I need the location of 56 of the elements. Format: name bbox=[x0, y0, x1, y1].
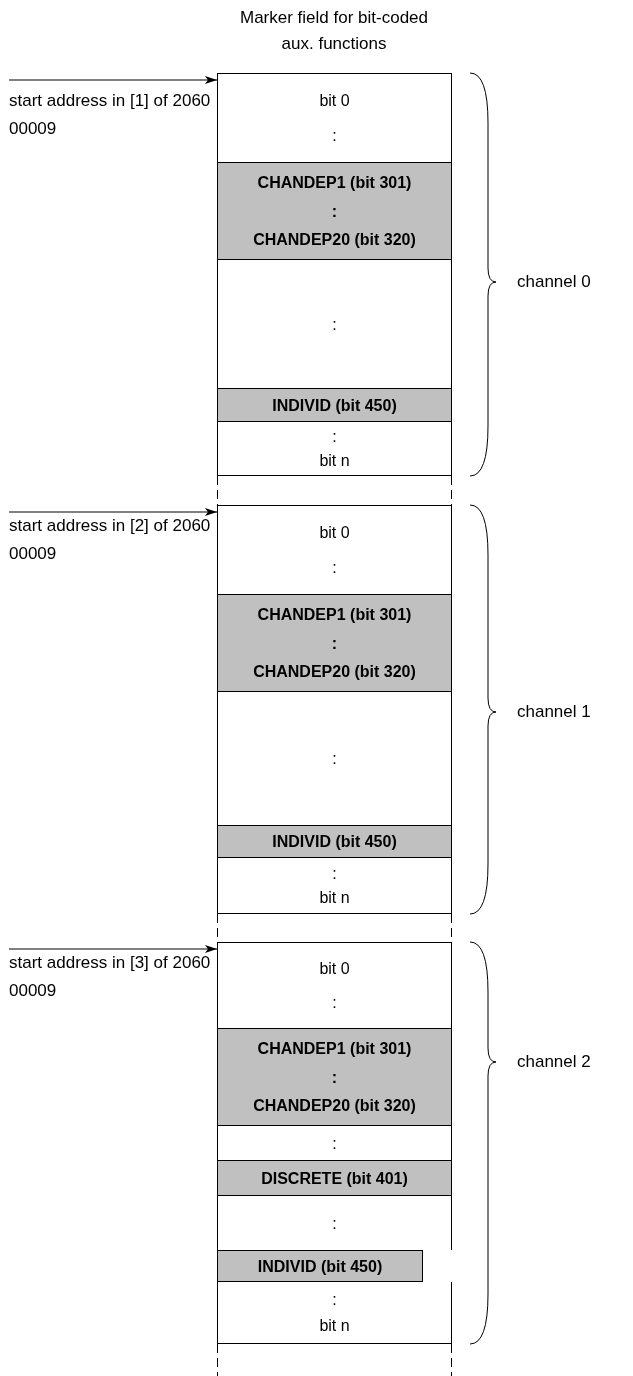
memory-segment bbox=[217, 1125, 452, 1160]
arrow bbox=[8, 945, 218, 953]
highlighted-memory-segment bbox=[217, 1160, 452, 1195]
segment-text: CHANDEP1 (bit 301) bbox=[257, 1038, 412, 1058]
segment-text: : bbox=[332, 863, 337, 883]
segment-text: bit n bbox=[319, 888, 350, 908]
segment-text: CHANDEP1 (bit 301) bbox=[257, 172, 412, 192]
channel-label: channel 1 bbox=[517, 702, 591, 722]
segment-text: : bbox=[332, 126, 337, 146]
memory-segment bbox=[217, 73, 452, 162]
highlighted-memory-segment bbox=[217, 162, 452, 259]
highlighted-memory-segment bbox=[217, 1250, 423, 1282]
segment-text: : bbox=[332, 993, 337, 1013]
highlighted-memory-segment bbox=[217, 825, 452, 857]
segment-text: bit n bbox=[319, 451, 350, 470]
segment-text: bit 0 bbox=[319, 958, 350, 978]
segment-text: CHANDEP1 (bit 301) bbox=[257, 604, 412, 624]
segment-text: : bbox=[332, 1289, 337, 1309]
segment-text: CHANDEP20 (bit 320) bbox=[253, 230, 416, 250]
segment-text: INDIVID (bit 450) bbox=[257, 1256, 383, 1276]
segment-text: INDIVID (bit 450) bbox=[272, 832, 397, 851]
segment-text: : bbox=[332, 749, 337, 768]
memory-segment bbox=[217, 1195, 452, 1250]
segment-text: : bbox=[332, 314, 337, 334]
segment-text: bit n bbox=[319, 1316, 350, 1336]
memory-segment bbox=[217, 942, 452, 1028]
memory-segment bbox=[217, 259, 452, 388]
memory-segment bbox=[217, 691, 452, 825]
arrow bbox=[8, 76, 218, 84]
memory-segment bbox=[217, 421, 452, 476]
note-text: start address in [2] of 2060 00009 bbox=[9, 515, 212, 565]
highlighted-memory-segment bbox=[217, 1028, 452, 1125]
segment-text: INDIVID (bit 450) bbox=[272, 395, 397, 415]
segment-text: CHANDEP20 (bit 320) bbox=[253, 1096, 416, 1116]
memory-segment bbox=[217, 505, 452, 594]
highlighted-memory-segment bbox=[217, 594, 452, 691]
segment-text: : bbox=[331, 633, 338, 653]
note-text: start address in [3] of 2060 00009 bbox=[9, 952, 212, 1002]
segment-text: DISCRETE (bit 401) bbox=[261, 1168, 408, 1188]
channel-label: channel 2 bbox=[517, 1052, 591, 1072]
segment-text: : bbox=[332, 1133, 337, 1153]
segment-text: : bbox=[332, 427, 337, 446]
channel-label: channel 0 bbox=[517, 272, 591, 292]
memory-segment bbox=[217, 857, 452, 914]
segment-text: bit 0 bbox=[319, 522, 350, 542]
note-text: start address in [1] of 2060 00009 bbox=[9, 90, 212, 140]
title: Marker field for bit-coded aux. functions bbox=[239, 7, 429, 55]
highlighted-memory-segment bbox=[217, 388, 452, 421]
memory-segment bbox=[217, 1282, 452, 1344]
segment-text: : bbox=[331, 1067, 338, 1087]
segment-text: : bbox=[332, 558, 337, 578]
arrow bbox=[8, 508, 218, 516]
segment-text: CHANDEP20 (bit 320) bbox=[253, 662, 416, 682]
segment-text: bit 0 bbox=[319, 90, 350, 110]
segment-text: : bbox=[331, 201, 338, 221]
segment-text: : bbox=[332, 1213, 337, 1233]
